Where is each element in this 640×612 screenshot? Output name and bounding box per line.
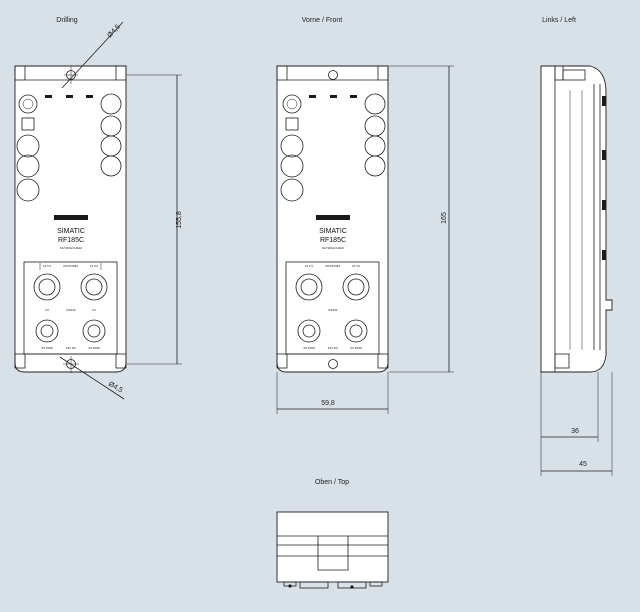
drilling-port-x5: [35, 319, 59, 343]
svg-text:X5 PWR: X5 PWR: [41, 346, 53, 350]
svg-text:X4: X4: [92, 308, 96, 312]
svg-text:RS232: RS232: [328, 308, 338, 312]
drilling-model: RF185C: [58, 237, 84, 244]
title-front: Vorne / Front: [302, 17, 343, 24]
front-model: RF185C: [320, 237, 346, 244]
front-order-number: 6GT2002-0JE10: [322, 246, 344, 250]
dim-height-front: 165: [441, 212, 448, 224]
drilling-top-tab-left: [14, 65, 26, 81]
svg-text:X1 P1: X1 P1: [305, 264, 314, 268]
svg-text:X6 PWR: X6 PWR: [88, 346, 100, 350]
drilling-order-number: 6GT2002-0JE10: [60, 246, 82, 250]
svg-text:X1 P1: X1 P1: [43, 264, 52, 268]
title-top: Oben / Top: [315, 479, 349, 486]
front-port-x5: [297, 319, 321, 343]
drilling-brand: SIMATIC: [57, 228, 85, 235]
svg-text:24V DC: 24V DC: [328, 346, 339, 350]
front-port-x6: [344, 319, 368, 343]
front-port-x1: [295, 273, 323, 301]
drilling-port-x6: [82, 319, 106, 343]
dim-depth-36: 36: [571, 428, 579, 435]
drilling-reset-button: [21, 117, 35, 131]
svg-text:X1 P2: X1 P2: [90, 264, 99, 268]
svg-text:PROFINET: PROFINET: [325, 264, 340, 268]
drilling-label-plate: [54, 215, 88, 220]
svg-text:PROFINET: PROFINET: [63, 264, 78, 268]
svg-text:24V DC: 24V DC: [66, 346, 77, 350]
svg-text:X5 PWR: X5 PWR: [303, 346, 315, 350]
svg-text:X1 P2: X1 P2: [352, 264, 361, 268]
title-drilling: Drilling: [56, 17, 78, 24]
svg-text:X6 PWR: X6 PWR: [350, 346, 362, 350]
title-left: Links / Left: [542, 17, 576, 24]
front-m12-connector: [282, 94, 302, 114]
left-view: 36 45: [540, 65, 613, 476]
drilling-view: Ø4,5 SIMATIC RF185C 6GT2002-0JE10 X1 P1 …: [14, 21, 183, 400]
dim-hole-bottom: Ø4,5: [107, 381, 124, 395]
dim-depth-45: 45: [579, 461, 587, 468]
drilling-top-tab-right: [115, 65, 127, 81]
front-brand: SIMATIC: [319, 228, 347, 235]
dim-height-drilling: 155,8: [176, 211, 183, 229]
drilling-port-x1: [33, 273, 61, 301]
svg-text:RS232: RS232: [66, 308, 76, 312]
top-view: [276, 511, 389, 589]
drilling-port-x2: [80, 273, 108, 301]
front-port-x2: [342, 273, 370, 301]
leader-hole-bottom: [59, 356, 125, 400]
left-housing: [540, 65, 613, 373]
drilling-m12-connector: [18, 94, 38, 114]
leader-hole-top: [61, 21, 124, 89]
dim-width-front: 59,8: [321, 400, 335, 407]
front-view: SIMATIC RF185C 6GT2002-0JE10 X1 P1 PROFI…: [276, 65, 454, 414]
top-housing: [276, 511, 389, 583]
svg-text:X3: X3: [45, 308, 49, 312]
